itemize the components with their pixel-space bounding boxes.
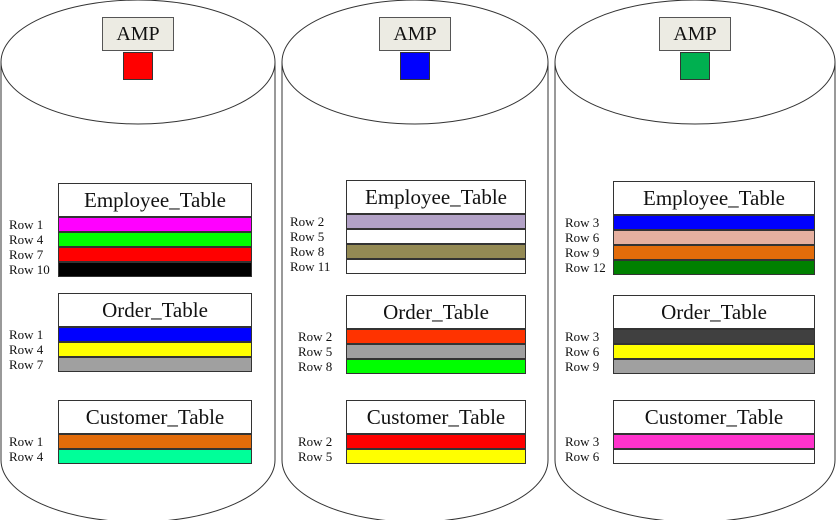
table-row-bar — [346, 259, 526, 274]
table-title: Order_Table — [346, 295, 526, 329]
row-label: Row 5 — [298, 449, 333, 464]
row-label: Row 11 — [290, 259, 331, 274]
table-row-bar — [58, 449, 252, 464]
row-label: Row 1 — [9, 434, 44, 449]
table-title: Employee_Table — [613, 181, 815, 215]
table-row-bar — [613, 449, 815, 464]
table-row-bar — [58, 262, 252, 277]
table-row-bar — [613, 344, 815, 359]
amp-label-box: AMP — [379, 17, 451, 51]
row-label: Row 2 — [298, 434, 333, 449]
table-title: Customer_Table — [58, 400, 252, 434]
table-row-bar — [613, 434, 815, 449]
row-label: Row 8 — [298, 359, 333, 374]
table-title: Employee_Table — [346, 180, 526, 214]
table-row-bar — [346, 359, 526, 374]
table-row-bar — [613, 260, 815, 275]
row-label: Row 5 — [290, 229, 325, 244]
amp-color-square — [680, 52, 710, 80]
table-title: Customer_Table — [346, 400, 526, 434]
table-row-bar — [346, 329, 526, 344]
table-row-bar — [58, 247, 252, 262]
table-title: Employee_Table — [58, 183, 252, 217]
table-row-bar — [58, 232, 252, 247]
table-title: Order_Table — [613, 295, 815, 329]
table-row-bar — [613, 230, 815, 245]
row-label: Row 9 — [565, 359, 600, 374]
row-label: Row 6 — [565, 449, 600, 464]
table-row-bar — [58, 217, 252, 232]
row-label: Row 3 — [565, 215, 600, 230]
row-label: Row 9 — [565, 245, 600, 260]
row-label: Row 2 — [298, 329, 333, 344]
table-row-bar — [346, 434, 526, 449]
row-label: Row 10 — [9, 262, 50, 277]
row-label: Row 8 — [290, 244, 325, 259]
table-row-bar — [613, 329, 815, 344]
row-label: Row 3 — [565, 329, 600, 344]
table-row-bar — [613, 215, 815, 230]
amp-color-square — [400, 52, 430, 80]
row-label: Row 5 — [298, 344, 333, 359]
table-row-bar — [58, 434, 252, 449]
table-row-bar — [346, 449, 526, 464]
amp-color-square — [123, 52, 153, 80]
row-label: Row 1 — [9, 217, 44, 232]
row-label: Row 6 — [565, 230, 600, 245]
table-row-bar — [58, 327, 252, 342]
amp-label-box: AMP — [659, 17, 731, 51]
table-row-bar — [613, 245, 815, 260]
table-row-bar — [346, 244, 526, 259]
row-label: Row 4 — [9, 232, 44, 247]
table-row-bar — [346, 214, 526, 229]
amp-label-box: AMP — [102, 17, 174, 51]
table-row-bar — [58, 357, 252, 372]
table-row-bar — [613, 359, 815, 374]
row-label: Row 4 — [9, 342, 44, 357]
table-title: Order_Table — [58, 293, 252, 327]
row-label: Row 3 — [565, 434, 600, 449]
row-label: Row 7 — [9, 247, 44, 262]
table-row-bar — [58, 342, 252, 357]
row-label: Row 1 — [9, 327, 44, 342]
table-title: Customer_Table — [613, 400, 815, 434]
row-label: Row 12 — [565, 260, 606, 275]
row-label: Row 4 — [9, 449, 44, 464]
row-label: Row 7 — [9, 357, 44, 372]
row-label: Row 6 — [565, 344, 600, 359]
table-row-bar — [346, 344, 526, 359]
row-label: Row 2 — [290, 214, 325, 229]
table-row-bar — [346, 229, 526, 244]
